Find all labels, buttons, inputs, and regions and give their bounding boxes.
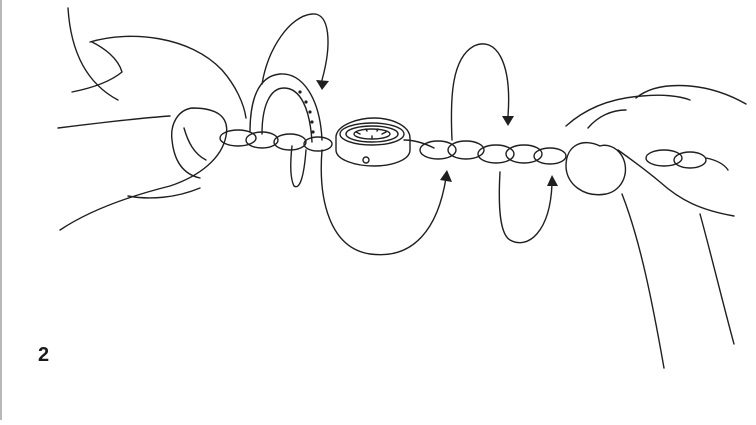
arrowhead — [440, 170, 452, 182]
watch-crown — [363, 157, 369, 163]
arrow-loop-under-right — [499, 172, 552, 243]
chain-link — [674, 152, 706, 168]
strap-hole — [310, 120, 313, 123]
arrow-loop-over — [262, 14, 328, 84]
watch-case — [336, 118, 434, 166]
strap-hole — [311, 130, 314, 133]
chain-link — [534, 148, 566, 164]
strap-hole — [298, 90, 301, 93]
chain-link — [478, 145, 514, 163]
arrow-loop-over-right — [451, 44, 508, 140]
page-margin-rule — [0, 0, 2, 420]
bracelet-chain — [220, 130, 728, 170]
arrowhead — [547, 175, 558, 186]
strap-hole — [304, 100, 307, 103]
left-hand — [58, 8, 246, 230]
chain-link — [274, 134, 306, 150]
arrowhead — [316, 80, 329, 90]
strap-hole — [308, 110, 311, 113]
watch-strap-loop — [250, 74, 322, 187]
step-number: 2 — [38, 344, 49, 367]
right-hand — [566, 86, 746, 369]
arrowhead — [502, 116, 514, 126]
chain-link — [304, 137, 332, 151]
